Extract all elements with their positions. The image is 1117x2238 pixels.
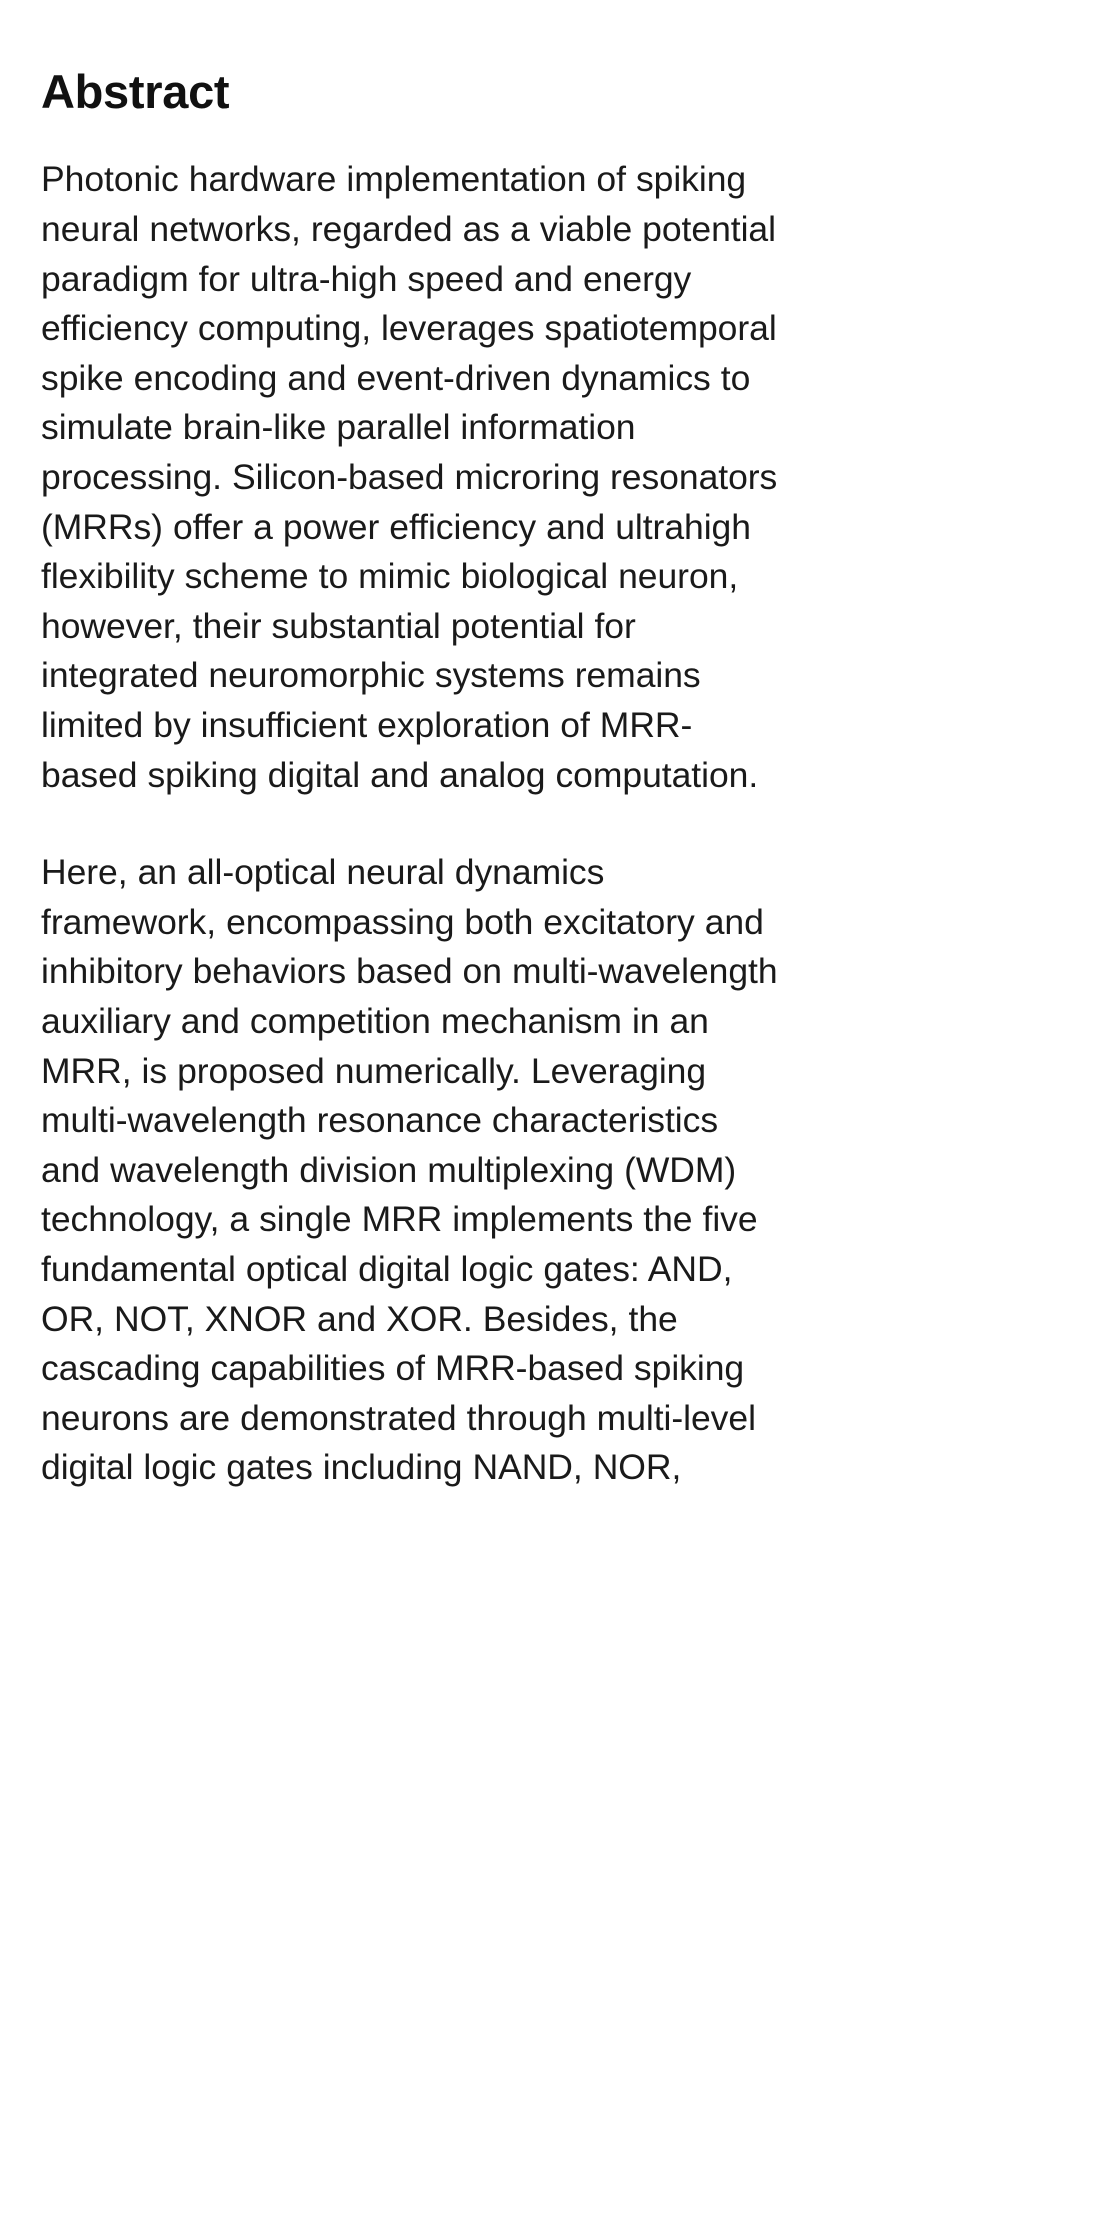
abstract-paragraph-1: Photonic hardware implementation of spik… [41, 159, 778, 795]
page-title: Abstract [41, 65, 230, 118]
abstract-body: Photonic hardware implementation of spik… [41, 155, 778, 1492]
abstract-paragraph-2: Here, an all-optical neural dynamics fra… [41, 852, 778, 1488]
abstract-content: Abstract Photonic hardware implementatio… [41, 0, 778, 1493]
